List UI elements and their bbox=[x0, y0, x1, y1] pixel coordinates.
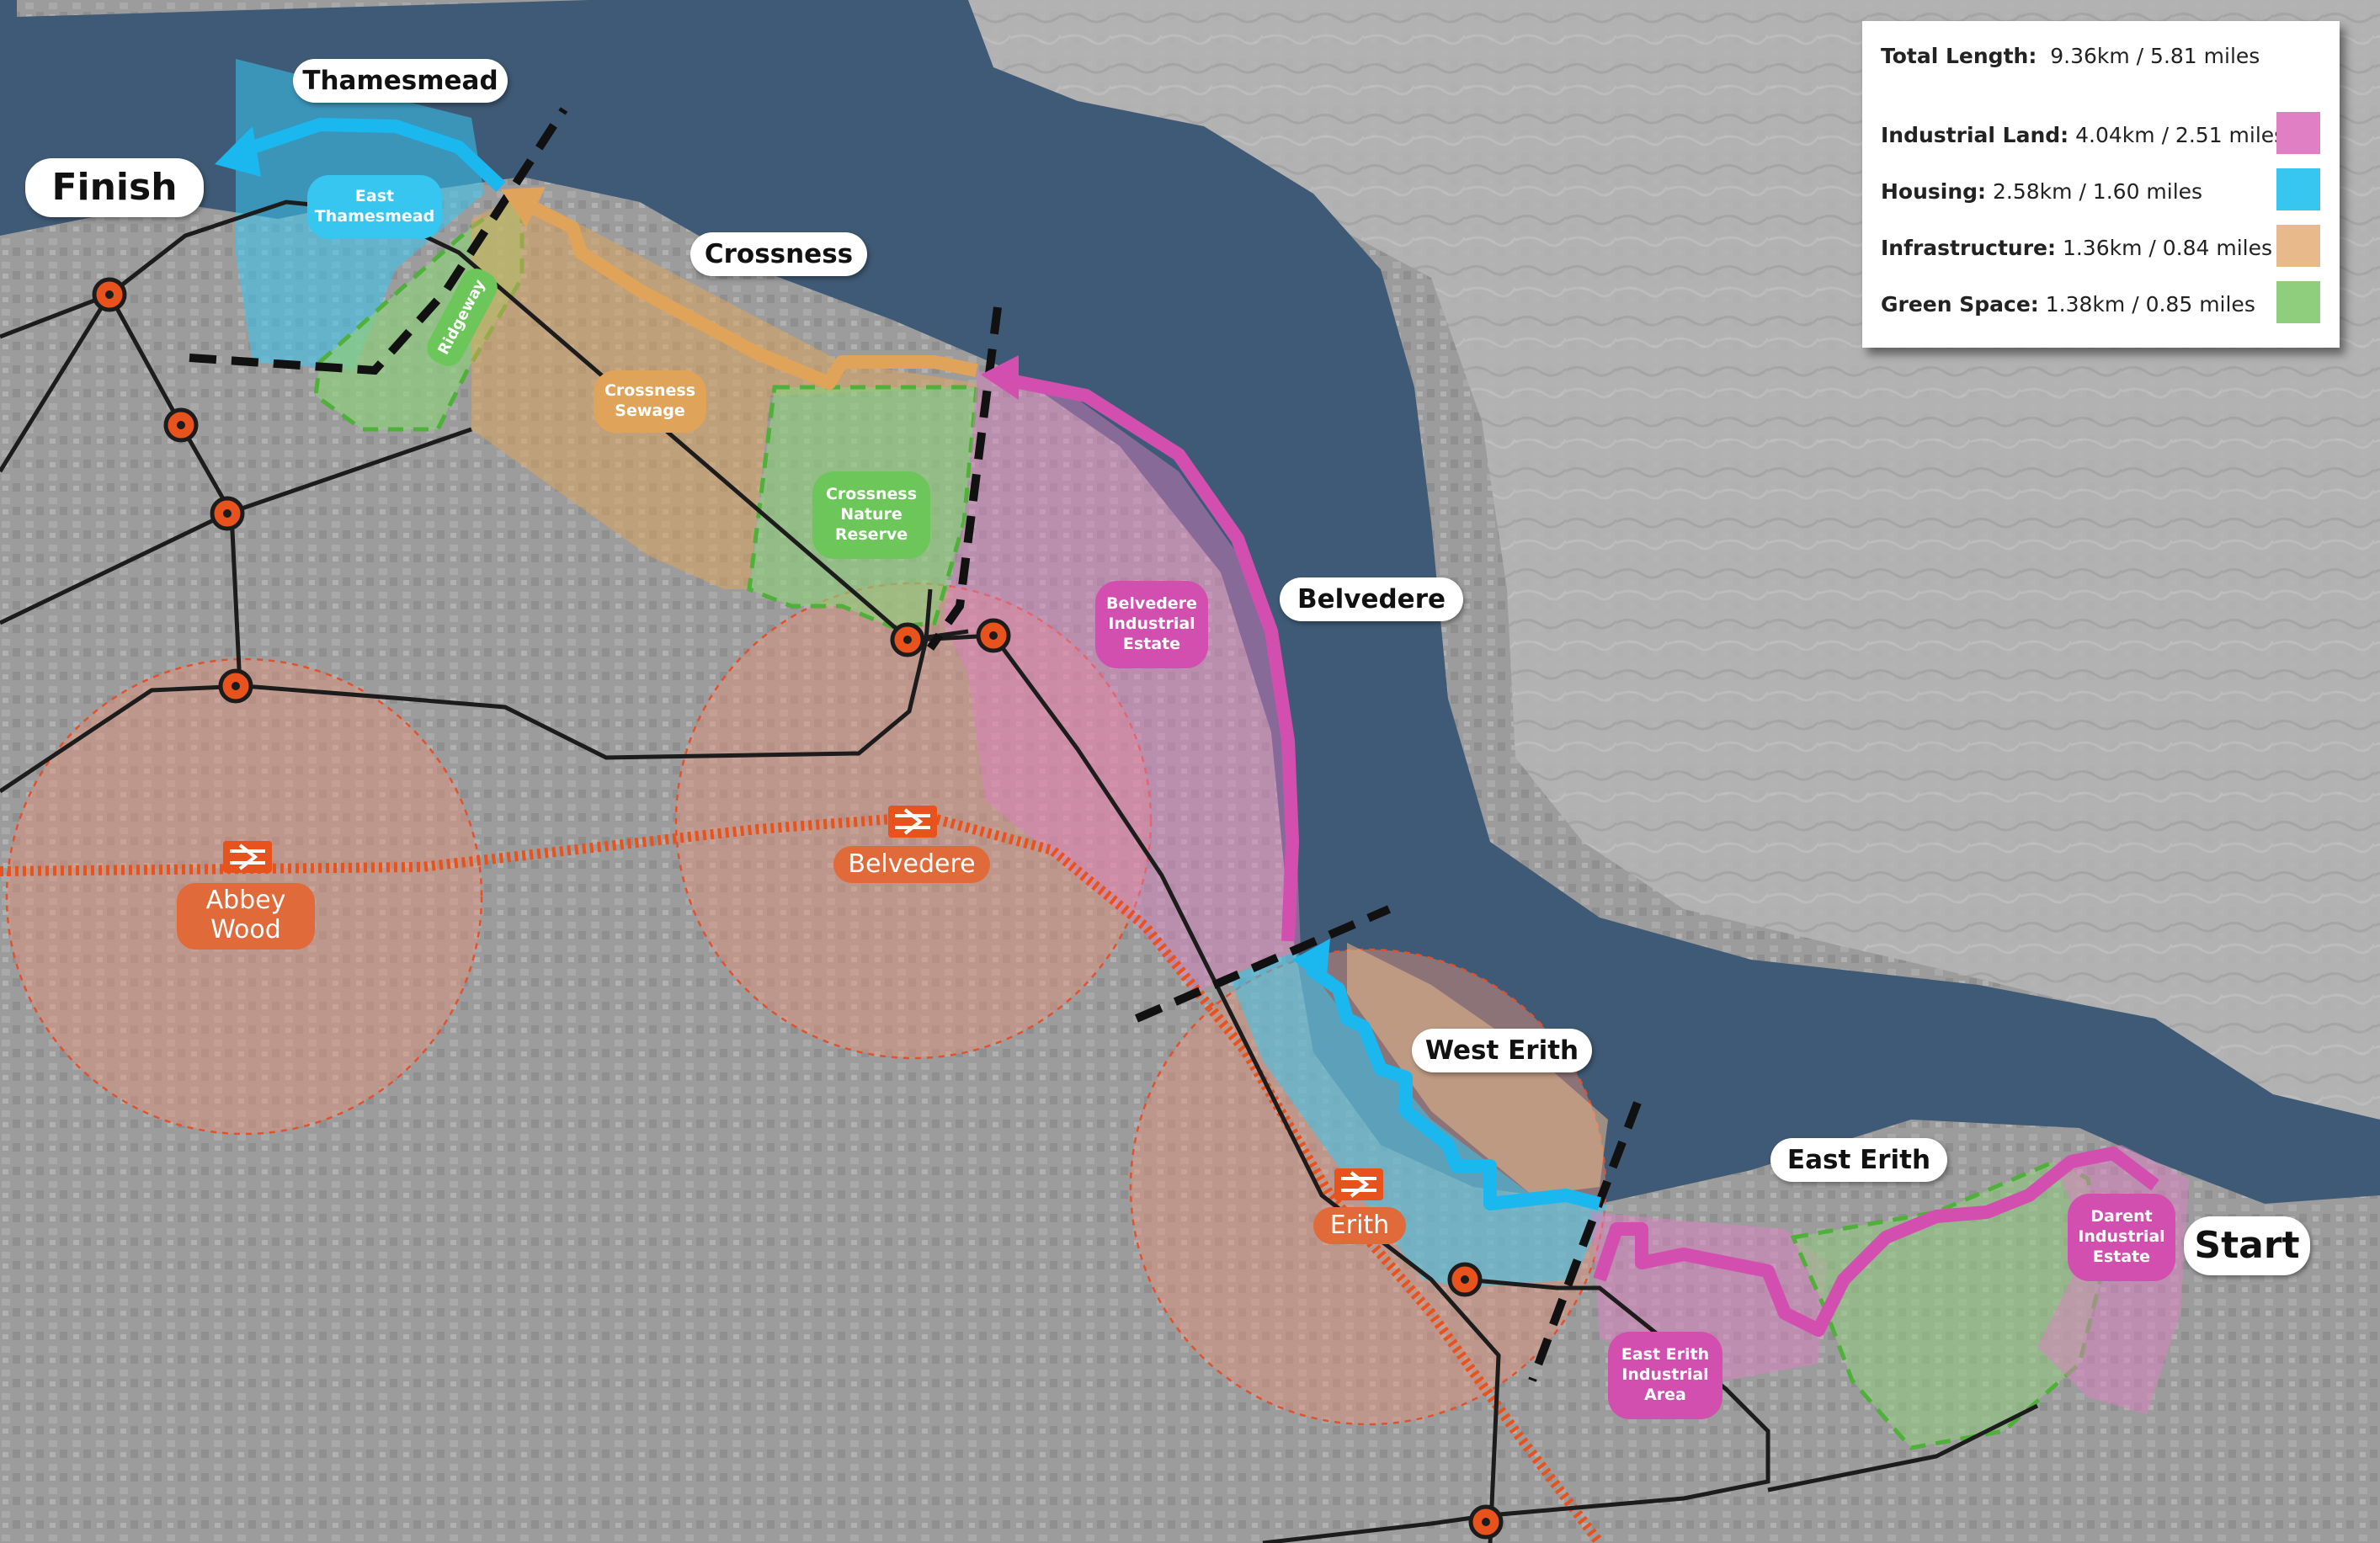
bus-stop-icon bbox=[92, 277, 127, 312]
legend-item-label: Green Space: bbox=[1881, 292, 2039, 317]
national-rail-icon bbox=[1334, 1168, 1383, 1200]
legend-item-value: 1.38km / 0.85 miles bbox=[2045, 292, 2255, 317]
legend-item-label: Industrial Land: bbox=[1881, 123, 2069, 147]
route-arrow-icon bbox=[501, 187, 546, 227]
legend-row-industrial: Industrial Land: 4.04km / 2.51 miles bbox=[1881, 123, 2285, 147]
finish-label: Finish bbox=[25, 158, 204, 217]
legend-item-value: 4.04km / 2.51 miles bbox=[2075, 123, 2286, 147]
legend-item-label: Housing: bbox=[1881, 179, 1987, 204]
legend-panel: Total Length: 9.36km / 5.81 miles Indust… bbox=[1862, 21, 2340, 348]
station-label-abbey-wood: Abbey Wood bbox=[177, 883, 315, 950]
area-label-east-thamesmead: East Thamesmead bbox=[307, 175, 442, 239]
legend-total-label: Total Length: bbox=[1881, 44, 2037, 68]
area-label-crossness-nature-reserve: Crossness Nature Reserve bbox=[812, 471, 930, 559]
route-infrastructure-crossness bbox=[519, 195, 978, 390]
area-label-crossness-sewage: Crossness Sewage bbox=[594, 370, 706, 433]
boundary-dash-line bbox=[1135, 905, 1391, 1023]
bus-stop-icon bbox=[1468, 1504, 1504, 1540]
route-arrow-icon bbox=[981, 355, 1019, 400]
legend-total-row: Total Length: 9.36km / 5.81 miles bbox=[1881, 44, 2260, 68]
boundary-dash-line bbox=[189, 107, 568, 375]
bus-stop-icons bbox=[92, 277, 1504, 1540]
start-label: Start bbox=[2184, 1216, 2310, 1275]
section-label-east-erith: East Erith bbox=[1770, 1138, 1947, 1182]
zone-belvedere-industrial bbox=[943, 370, 1301, 993]
zone-east-erith-green bbox=[1790, 1159, 2107, 1450]
section-label-thamesmead: Thamesmead bbox=[293, 59, 508, 103]
legend-row-green-space: Green Space: 1.38km / 0.85 miles bbox=[1881, 292, 2255, 317]
section-label-belvedere: Belvedere bbox=[1280, 577, 1463, 621]
bus-stop-icon bbox=[218, 668, 253, 704]
route-industrial-east-erith bbox=[1593, 1147, 2159, 1337]
legend-swatch-housing bbox=[2276, 168, 2320, 210]
bus-stop-icon bbox=[210, 496, 245, 531]
boundary-dash-line bbox=[926, 306, 1002, 651]
route-housing-west-erith bbox=[1305, 962, 1601, 1210]
legend-swatch-industrial bbox=[2276, 112, 2320, 154]
national-rail-icon bbox=[888, 806, 937, 838]
area-label-darent-industrial-estate: Darent Industrial Estate bbox=[2068, 1194, 2175, 1281]
national-rail-icon bbox=[223, 841, 272, 873]
bus-stop-icon bbox=[976, 618, 1011, 653]
route-housing-thamesmead bbox=[250, 118, 506, 192]
legend-swatch-green-space bbox=[2276, 281, 2320, 323]
zone-crossness-sewage bbox=[471, 194, 977, 589]
section-boundaries bbox=[189, 107, 1642, 1382]
section-label-west-erith: West Erith bbox=[1412, 1029, 1592, 1072]
legend-total-value: 9.36km / 5.81 miles bbox=[2050, 44, 2260, 68]
section-label-crossness: Crossness bbox=[690, 232, 867, 276]
legend-row-housing: Housing: 2.58km / 1.60 miles bbox=[1881, 179, 2202, 204]
route-arrow-icon bbox=[215, 126, 261, 177]
bus-stop-icon bbox=[1447, 1262, 1483, 1297]
boundary-dash-line bbox=[1528, 1101, 1642, 1382]
legend-swatch-infrastructure bbox=[2276, 225, 2320, 267]
route-industrial-belvedere bbox=[1000, 372, 1299, 942]
route-arrow-icon bbox=[1292, 939, 1330, 985]
legend-item-value: 1.36km / 0.84 miles bbox=[2062, 236, 2273, 260]
legend-item-value: 2.58km / 1.60 miles bbox=[1993, 179, 2203, 204]
area-label-belvedere-industrial-estate: Belvedere Industrial Estate bbox=[1095, 581, 1208, 668]
legend-row-infrastructure: Infrastructure: 1.36km / 0.84 miles bbox=[1881, 236, 2272, 260]
area-label-east-erith-industrial-area: East Erith Industrial Area bbox=[1608, 1332, 1722, 1419]
bus-stop-icon bbox=[163, 407, 199, 443]
legend-item-label: Infrastructure: bbox=[1881, 236, 2056, 260]
railway-line bbox=[0, 811, 1604, 1543]
bus-stop-icon bbox=[890, 622, 925, 657]
station-label-erith: Erith bbox=[1313, 1207, 1406, 1244]
station-label-belvedere: Belvedere bbox=[833, 846, 990, 883]
